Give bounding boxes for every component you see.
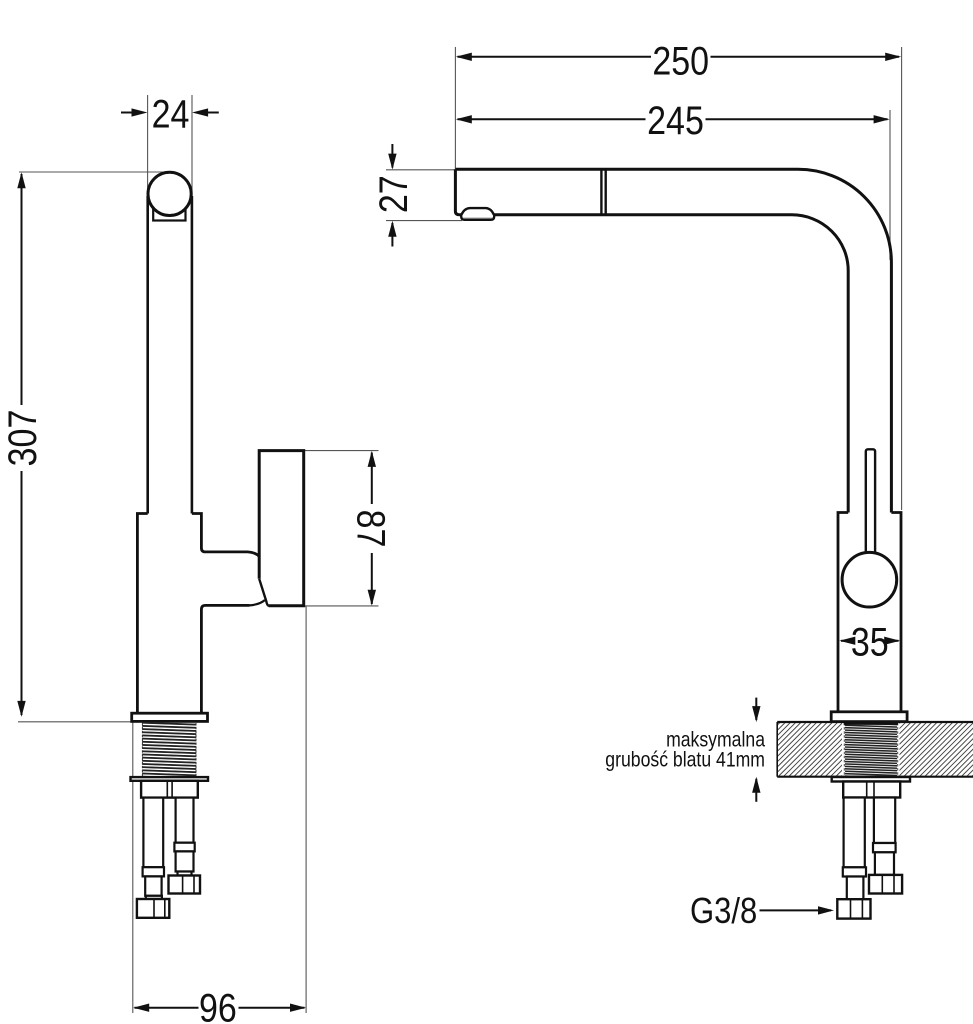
svg-text:maksymalna: maksymalna [666,728,765,752]
svg-text:307: 307 [0,410,45,467]
svg-text:96: 96 [199,985,237,1024]
svg-text:87: 87 [349,510,394,548]
svg-text:24: 24 [152,91,190,136]
svg-text:245: 245 [647,97,704,142]
svg-text:G3/8: G3/8 [690,891,757,932]
svg-text:27: 27 [370,175,415,213]
svg-text:35: 35 [851,619,889,664]
svg-text:250: 250 [652,38,709,83]
svg-text:grubość blatu 41mm: grubość blatu 41mm [605,748,765,772]
